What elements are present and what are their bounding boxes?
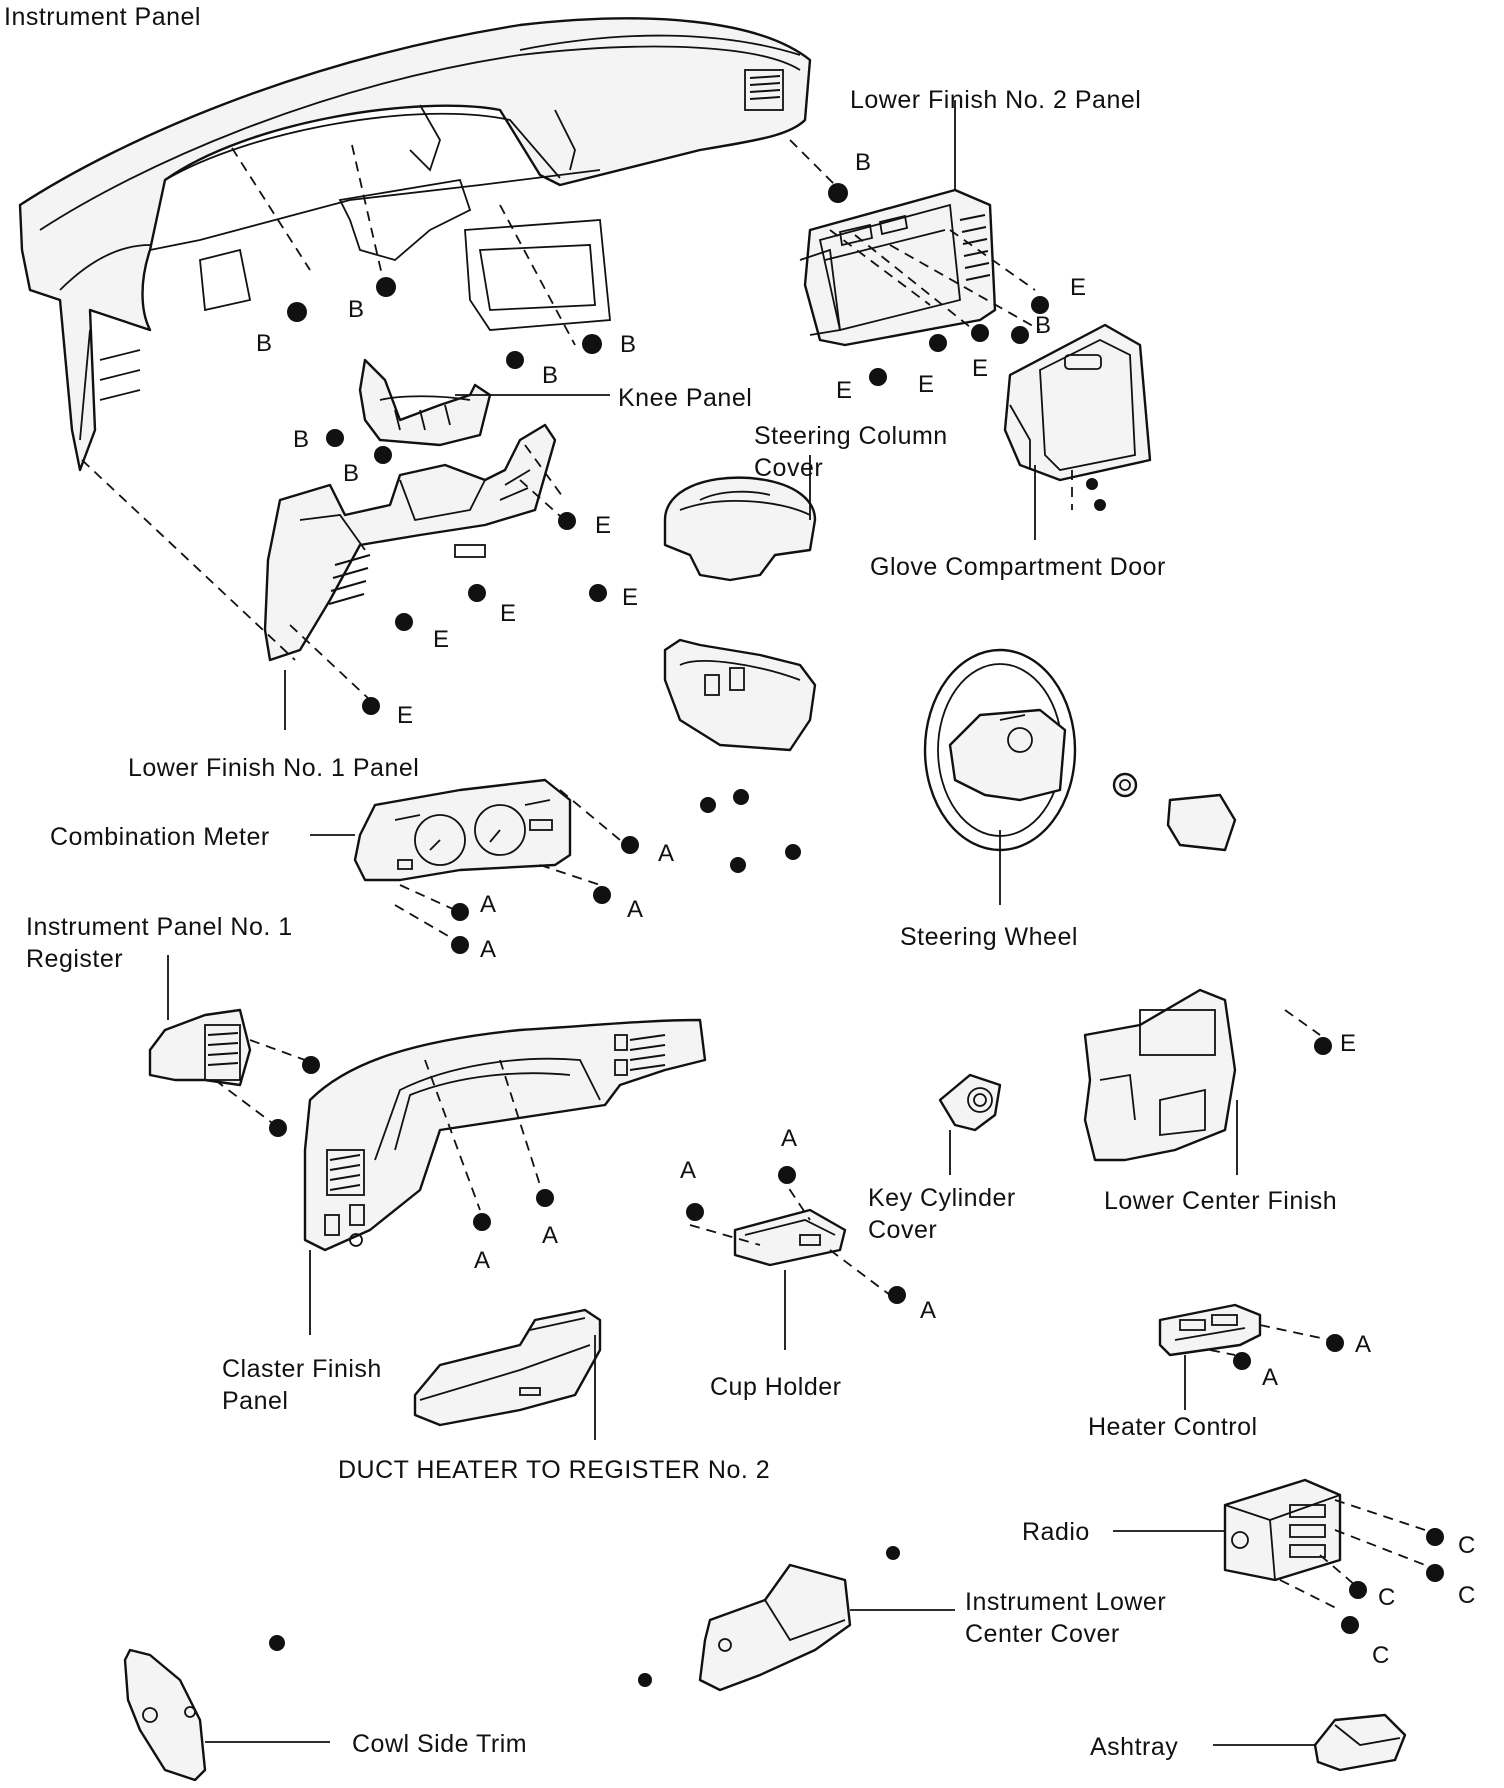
lower-finish-no2-panel-part <box>799 188 997 347</box>
knee-panel-part <box>358 358 492 447</box>
steering-wheel-part <box>923 648 1077 852</box>
label-register-line1: Instrument Panel No. 1 <box>26 913 293 941</box>
label-claster-finish-panel-line2: Panel <box>222 1387 288 1415</box>
part-labels: Lower Finish No. 2 Panel Knee Panel Stee… <box>26 86 1337 1761</box>
fastener-letter-b: B <box>343 460 359 487</box>
label-cowl-side-trim: Cowl Side Trim <box>352 1730 527 1758</box>
label-instrument-lower-center-cover-line2: Center Cover <box>965 1620 1120 1648</box>
fastener-letter-b: B <box>1035 312 1051 339</box>
label-instrument-lower-center-cover-line1: Instrument Lower <box>965 1588 1166 1616</box>
fastener-letter-a: A <box>781 1125 797 1152</box>
radio-part <box>1223 1478 1342 1582</box>
fastener-letter-a: A <box>627 896 643 923</box>
fastener-letter-e: E <box>397 702 413 729</box>
label-combination-meter: Combination Meter <box>50 823 270 851</box>
steering-wheel-pad-part <box>1166 793 1237 852</box>
fastener-letter-e: E <box>1070 274 1086 301</box>
fastener-letter-a: A <box>480 891 496 918</box>
diagram-title: Instrument Panel <box>4 3 201 31</box>
fastener-letter-b: B <box>542 362 558 389</box>
fastener-letter-a: A <box>920 1297 936 1324</box>
steering-column-cover-upper-part <box>663 476 817 582</box>
fastener-letter-c: C <box>1372 1642 1389 1669</box>
label-claster-finish-panel-line1: Claster Finish <box>222 1355 382 1383</box>
label-ashtray: Ashtray <box>1090 1733 1178 1761</box>
fasteners <box>269 183 1444 1687</box>
lower-center-finish-part <box>1083 988 1237 1162</box>
key-cylinder-cover-part <box>938 1073 1002 1132</box>
label-radio: Radio <box>1022 1518 1090 1546</box>
label-duct-heater: DUCT HEATER TO REGISTER No. 2 <box>338 1456 770 1484</box>
fastener-letter-a: A <box>680 1157 696 1184</box>
lower-finish-no1-panel-part <box>263 423 557 662</box>
instrument-lower-center-cover-part <box>698 1563 852 1692</box>
duct-heater-part <box>413 1308 602 1427</box>
fastener-letter-c: C <box>1458 1532 1475 1559</box>
register-no1-part <box>148 1008 252 1087</box>
fastener-letter-a: A <box>480 936 496 963</box>
label-steering-column-cover-line2: Cover <box>754 454 823 482</box>
fastener-letter-e: E <box>622 584 638 611</box>
ashtray-part <box>1313 1713 1407 1772</box>
fastener-callouts: B B B B B B B B E E E E E E E E E E A A … <box>256 149 1475 1669</box>
fastener-letter-a: A <box>1355 1331 1371 1358</box>
label-steering-wheel: Steering Wheel <box>900 923 1078 951</box>
fastener-letter-a: A <box>542 1222 558 1249</box>
claster-finish-panel-part <box>303 1018 707 1252</box>
fastener-letter-e: E <box>972 355 988 382</box>
leader-lines <box>167 100 1315 1746</box>
fastener-letter-a: A <box>474 1247 490 1274</box>
fastener-letter-e: E <box>918 371 934 398</box>
fastener-letter-e: E <box>1340 1030 1356 1057</box>
label-key-cylinder-cover-line2: Cover <box>868 1216 937 1244</box>
fastener-letter-e: E <box>836 377 852 404</box>
combination-meter-part <box>353 778 572 882</box>
fastener-letter-a: A <box>658 840 674 867</box>
cowl-side-trim-part <box>123 1648 207 1782</box>
fastener-letter-b: B <box>293 426 309 453</box>
label-cup-holder: Cup Holder <box>710 1373 841 1401</box>
heater-control-part <box>1158 1303 1262 1357</box>
fastener-letter-a: A <box>1262 1364 1278 1391</box>
fastener-letter-b: B <box>348 296 364 323</box>
fastener-letter-b: B <box>256 330 272 357</box>
label-knee-panel: Knee Panel <box>618 384 752 412</box>
fastener-letter-e: E <box>595 512 611 539</box>
label-key-cylinder-cover-line1: Key Cylinder <box>868 1184 1016 1212</box>
steering-wheel-nut-part <box>1112 772 1138 798</box>
label-glove-compartment-door: Glove Compartment Door <box>870 553 1166 581</box>
fastener-letter-b: B <box>620 331 636 358</box>
fastener-letter-e: E <box>500 600 516 627</box>
fastener-letter-c: C <box>1378 1584 1395 1611</box>
label-lower-center-finish: Lower Center Finish <box>1104 1187 1337 1215</box>
steering-column-cover-lower-part <box>663 638 817 752</box>
cup-holder-part <box>733 1208 847 1267</box>
glove-compartment-door-part <box>1003 323 1152 482</box>
instrument-panel-part <box>18 17 812 472</box>
label-register-line2: Register <box>26 945 123 973</box>
fastener-letter-b: B <box>855 149 871 176</box>
fastener-letter-c: C <box>1458 1582 1475 1609</box>
label-heater-control: Heater Control <box>1088 1413 1258 1441</box>
label-lower-finish-no2-panel: Lower Finish No. 2 Panel <box>850 86 1141 114</box>
fastener-letter-e: E <box>433 626 449 653</box>
label-steering-column-cover-line1: Steering Column <box>754 422 948 450</box>
label-lower-finish-no1-panel: Lower Finish No. 1 Panel <box>128 754 419 782</box>
